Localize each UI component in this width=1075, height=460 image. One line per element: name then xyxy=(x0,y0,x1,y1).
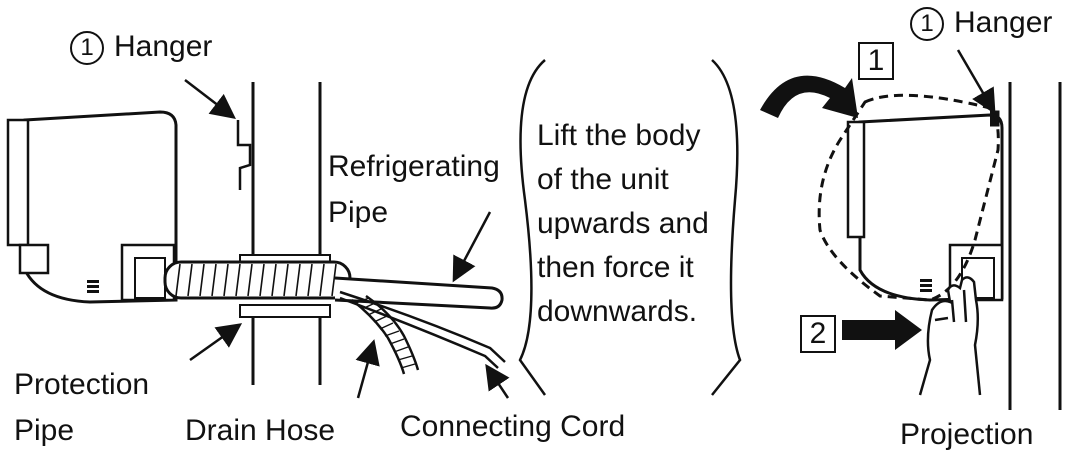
projection-label: Projection xyxy=(900,418,1034,451)
refrigerating-pipe-label-line2: Pipe xyxy=(328,196,389,229)
hand-icon xyxy=(918,276,982,396)
step-2-box: 2 xyxy=(800,315,836,353)
protection-pipe-label-line2: Pipe xyxy=(14,414,75,447)
number-one-badge: 1 xyxy=(70,31,104,66)
tilted-unit-outline xyxy=(817,93,1000,302)
connecting-cord-label: Connecting Cord xyxy=(400,410,626,443)
instruction-line: upwards and xyxy=(537,207,709,240)
drain-hose-icon xyxy=(351,294,420,375)
indoor-unit-right xyxy=(846,113,1004,302)
push-arrow-icon xyxy=(842,310,922,350)
refrigerating-pipe-label-line1: Refrigerating xyxy=(328,150,500,183)
protection-pipe-label-line1: Protection xyxy=(14,368,150,401)
hanger-left-icon xyxy=(236,120,252,190)
instruction-line: downwards. xyxy=(537,295,698,328)
drain-hose-label: Drain Hose xyxy=(185,414,336,447)
bracket-right xyxy=(711,59,742,396)
instruction-line: then force it xyxy=(537,251,694,284)
instruction-text: Lift the body of the unit upwards and th… xyxy=(537,114,727,334)
curved-arrow-icon xyxy=(760,75,858,118)
wall-left xyxy=(239,82,331,385)
indoor-unit-left xyxy=(6,110,178,304)
instruction-line: Lift the body xyxy=(537,119,701,152)
bracket-left xyxy=(518,59,547,396)
refrigerating-pipe-icon xyxy=(334,276,504,310)
protection-pipe-icon xyxy=(163,260,352,300)
number-one-badge: 1 xyxy=(910,7,944,42)
instruction-line: of the unit xyxy=(537,163,669,196)
step-1-box: 1 xyxy=(858,42,894,80)
